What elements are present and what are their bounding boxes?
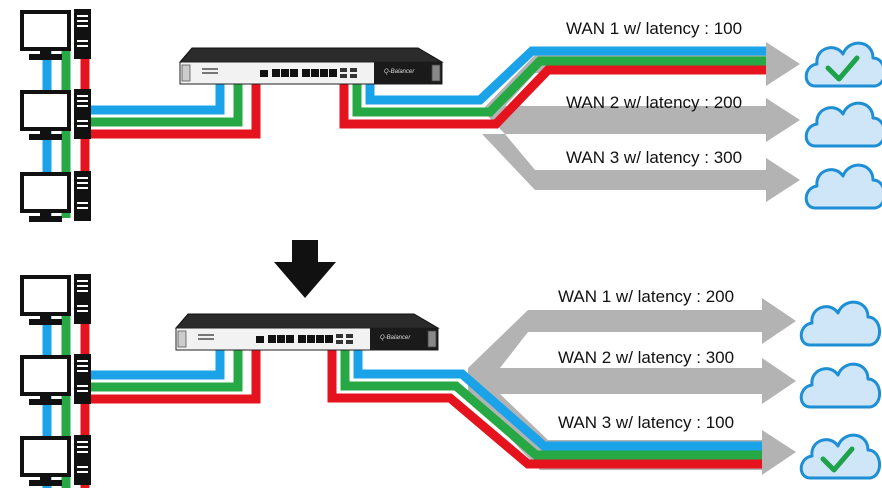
device-logo: Q-Balancer: [380, 335, 411, 341]
bottom-wan2-label: WAN 2 w/ latency : 300: [558, 348, 734, 367]
wan2-arrow: [468, 358, 796, 404]
wan2-arrow: [482, 98, 800, 142]
top-wan3-label: WAN 3 w/ latency : 300: [566, 148, 742, 167]
computer-1: [20, 272, 93, 327]
load-balancer-appliance: Q-Balancer: [179, 47, 443, 85]
cloud-icon-wan2: [804, 101, 882, 148]
load-balancer-appliance: Q-Balancer: [175, 313, 439, 351]
down-arrow-icon: [274, 240, 336, 298]
lan-flows: [85, 348, 261, 404]
checkmark-icon: [820, 446, 855, 473]
device-logo: Q-Balancer: [384, 69, 415, 75]
computer-3: [20, 433, 93, 488]
wan-flows: [327, 348, 762, 469]
cloud-icon-wan3: [804, 163, 882, 210]
cloud-icon-wan1: [804, 41, 882, 88]
cloud-icon-wan3: [799, 433, 882, 480]
computer-1: [20, 7, 93, 62]
computer-3: [20, 169, 93, 224]
cloud-icon-wan1: [799, 300, 882, 347]
top-scenario: Q-Balancer WAN 1 w/ latency : 100 WAN 2 …: [20, 7, 882, 224]
top-wan2-label: WAN 2 w/ latency : 200: [566, 93, 742, 112]
wan-flows: [339, 46, 766, 129]
lan-flows: [85, 82, 261, 139]
bottom-wan1-label: WAN 1 w/ latency : 200: [558, 287, 734, 306]
top-wan1-label: WAN 1 w/ latency : 100: [566, 19, 742, 38]
wan3-arrow: [482, 134, 800, 202]
computer-2: [20, 352, 93, 407]
wan1-arrow: [468, 298, 796, 368]
bottom-scenario: Q-Balancer WAN 1 w/ latency : 200 WAN 2 …: [20, 272, 882, 488]
checkmark-icon: [825, 55, 860, 82]
computer-2: [20, 87, 93, 142]
cloud-icon-wan2: [799, 362, 882, 409]
bottom-wan3-label: WAN 3 w/ latency : 100: [558, 413, 734, 432]
